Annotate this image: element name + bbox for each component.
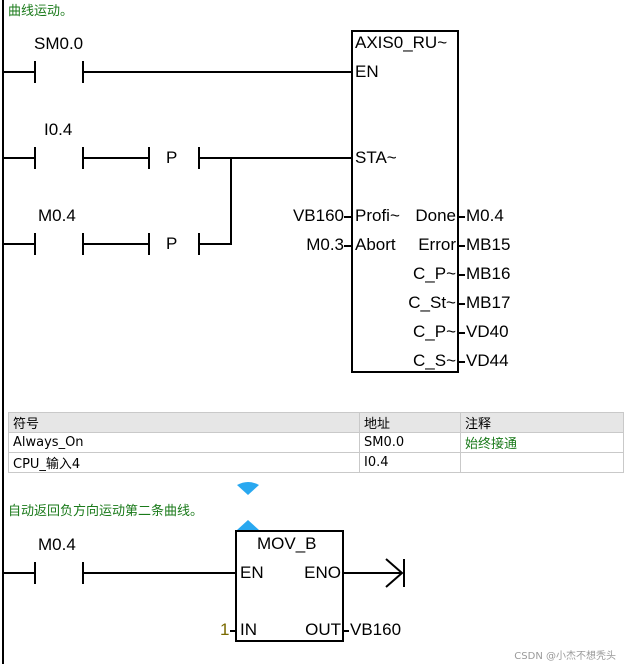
axis-pin-error: Error [418, 235, 456, 254]
operand-tick [459, 332, 465, 334]
table-row[interactable]: Always_On SM0.0 始终接通 [8, 432, 624, 453]
axis-pin-abort: Abort [355, 235, 396, 254]
operand-done-m04[interactable]: M0.4 [466, 206, 504, 225]
operand-tick [344, 216, 351, 218]
rung-wire [2, 572, 34, 574]
p-edge-left-bar[interactable] [148, 233, 150, 255]
axis-pin-profile: Profi~ [355, 206, 400, 225]
axis-pin-en: EN [355, 62, 379, 81]
rung-wire [200, 243, 232, 245]
p-edge-right-bar[interactable] [198, 233, 200, 255]
contact-m04-label: M0.4 [38, 535, 76, 554]
rung-wire [84, 243, 148, 245]
axis-run-block[interactable] [351, 30, 459, 373]
axis-pin-c-pos: C_P~ [413, 264, 456, 283]
rung-wire [200, 157, 352, 159]
operand-tick [459, 274, 465, 276]
contact-sm00-left-bar[interactable] [34, 61, 36, 83]
network-marker-up-icon[interactable] [236, 518, 260, 534]
p-edge-right-bar[interactable] [198, 147, 200, 169]
contact-i04-left-bar[interactable] [34, 147, 36, 169]
operand-tick [230, 630, 235, 632]
contact-m04-left-bar[interactable] [34, 562, 36, 584]
rung-wire [84, 71, 352, 73]
header-comment[interactable]: 注释 [460, 412, 624, 433]
operand-tick [459, 216, 465, 218]
contact-m04-right-bar[interactable] [82, 562, 84, 584]
mov-pin-out: OUT [305, 620, 341, 639]
operand-tick [459, 245, 465, 247]
axis-block-title: AXIS0_RU~ [355, 33, 448, 52]
operand-profile-vb160[interactable]: VB160 [292, 206, 344, 225]
contact-sm00-right-bar[interactable] [82, 61, 84, 83]
contact-i04-label: I0.4 [44, 120, 73, 139]
eno-wire [344, 572, 402, 574]
operand-cpos-vd40[interactable]: VD40 [466, 322, 509, 341]
operand-abort-m03[interactable]: M0.3 [306, 235, 344, 254]
operand-out-vb160[interactable]: VB160 [350, 620, 402, 639]
cell-comment: 始终接通 [460, 432, 624, 453]
rung-end-arrow-icon [385, 558, 405, 588]
cell-comment [460, 452, 624, 473]
p-edge-label: P [166, 234, 178, 253]
operand-tick [344, 245, 351, 247]
mov-pin-eno: ENO [304, 563, 341, 582]
operand-cstep-mb17[interactable]: MB17 [466, 293, 511, 312]
or-branch-wire [230, 157, 232, 245]
p-edge-left-bar[interactable] [148, 147, 150, 169]
mov-block-title: MOV_B [257, 534, 317, 553]
axis-pin-c-step: C_St~ [408, 293, 456, 312]
table-row[interactable]: CPU_输入4 I0.4 [8, 452, 624, 473]
network1-comment: 曲线运动。 [8, 4, 74, 19]
header-symbol[interactable]: 符号 [8, 412, 360, 433]
axis-pin-done: Done [415, 206, 456, 225]
network2-comment: 自动返回负方向运动第二条曲线。 [8, 504, 204, 519]
rung-wire [2, 71, 34, 73]
mov-b-block[interactable] [235, 530, 344, 642]
axis-pin-c-pos2: C_P~ [413, 322, 456, 341]
symbol-table: 符号 地址 注释 Always_On SM0.0 始终接通 CPU_输入4 I0… [8, 412, 624, 473]
contact-m04-label: M0.4 [38, 206, 76, 225]
operand-tick [459, 303, 465, 305]
axis-pin-start: STA~ [355, 148, 397, 167]
contact-sm00-label: SM0.0 [34, 34, 84, 53]
network-marker-down-icon[interactable] [236, 481, 260, 497]
operand-cspeed-vd44[interactable]: VD44 [466, 351, 509, 370]
operand-tick [344, 630, 349, 632]
cell-symbol: Always_On [8, 432, 360, 453]
rung-wire [84, 157, 148, 159]
axis-pin-c-speed: C_S~ [413, 351, 456, 370]
contact-m04-right-bar[interactable] [82, 233, 84, 255]
cell-symbol: CPU_输入4 [8, 452, 360, 473]
operand-tick [459, 361, 465, 363]
operand-error-mb15[interactable]: MB15 [466, 235, 511, 254]
contact-m04-left-bar[interactable] [34, 233, 36, 255]
operand-in-constant[interactable]: 1 [220, 620, 230, 639]
rung-wire [2, 243, 34, 245]
rung-wire [84, 572, 236, 574]
contact-i04-right-bar[interactable] [82, 147, 84, 169]
operand-cpos-mb16[interactable]: MB16 [466, 264, 511, 283]
cell-address: SM0.0 [359, 432, 461, 453]
cell-address: I0.4 [359, 452, 461, 473]
mov-pin-in: IN [240, 620, 257, 639]
watermark: CSDN @小杰不想秃头 [514, 651, 616, 662]
header-address[interactable]: 地址 [359, 412, 461, 433]
p-edge-label: P [166, 148, 178, 167]
symbol-table-header: 符号 地址 注释 [8, 412, 624, 433]
rung-wire [2, 157, 34, 159]
mov-pin-en: EN [240, 563, 264, 582]
power-rail-left [2, 0, 4, 664]
